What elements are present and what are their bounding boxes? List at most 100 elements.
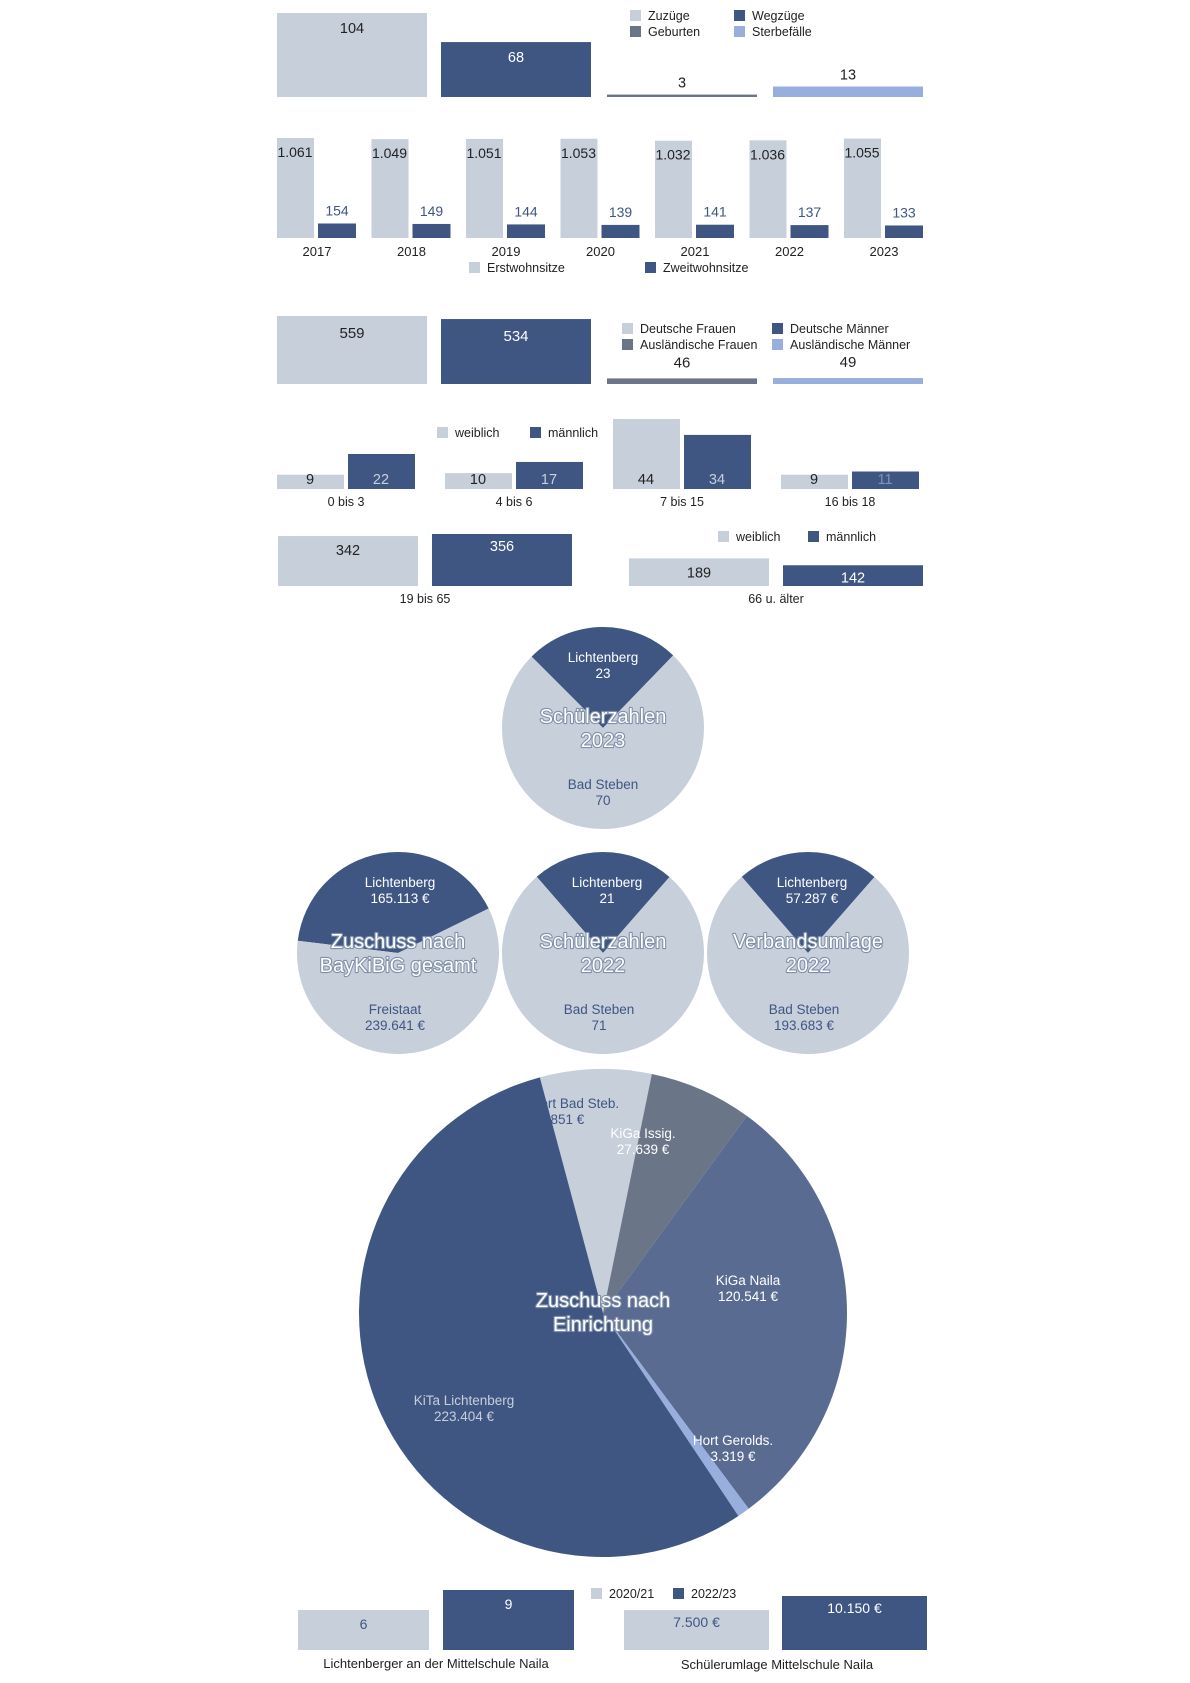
schuelerumlage-value-0: 7.500 € bbox=[673, 1614, 720, 1630]
legend-wegzuege-swatch bbox=[734, 10, 745, 21]
year-tick-3: 2020 bbox=[586, 244, 615, 259]
movement-bar-2 bbox=[607, 94, 757, 97]
legend-2022-23-label: 2022/23 bbox=[691, 1587, 736, 1601]
legend-deutsche-maenner-label: Deutsche Männer bbox=[790, 322, 889, 336]
movement-bar-3 bbox=[773, 86, 923, 97]
einrichtung-slice-value-3: 3.319 € bbox=[710, 1449, 756, 1464]
legend-auslaendische-frauen-label: Ausländische Frauen bbox=[640, 338, 757, 352]
movement-value-1: 68 bbox=[508, 50, 524, 66]
legend-zuzuege-swatch bbox=[630, 10, 641, 21]
pupils-2023-title-1: 2023 bbox=[581, 730, 626, 752]
baykibig-slice-name-1: Freistaat bbox=[369, 1002, 422, 1017]
schuelerumlage-xlabel: Schülerumlage Mittelschule Naila bbox=[681, 1657, 874, 1672]
legend-zweitwohnsitze-label: Zweitwohnsitze bbox=[663, 261, 748, 275]
mittelschule-pupils-bar-1 bbox=[443, 1590, 574, 1650]
second-residence-bar-6 bbox=[885, 225, 923, 238]
first-residence-bar-6 bbox=[844, 138, 881, 238]
movement-value-3: 13 bbox=[840, 68, 856, 84]
year-tick-1: 2018 bbox=[397, 244, 426, 259]
legend-geburten-swatch bbox=[630, 26, 641, 37]
adult-female-value-1: 189 bbox=[687, 565, 711, 581]
first-residence-bar-1 bbox=[371, 139, 409, 238]
verbandsumlage-slice-name-1: Bad Steben bbox=[769, 1002, 840, 1017]
young-female-value-1: 10 bbox=[470, 472, 486, 488]
first-residence-value-0: 1.061 bbox=[277, 144, 312, 160]
first-residence-bar-2 bbox=[466, 138, 503, 238]
verbandsumlage-slice-value-0: 57.287 € bbox=[786, 891, 839, 906]
verbandsumlage-title-1: 2022 bbox=[786, 955, 831, 977]
baykibig-title-0: Zuschuss nach bbox=[331, 931, 466, 953]
pupils-2022-slice-value-0: 21 bbox=[599, 891, 614, 906]
first-residence-bar-4 bbox=[655, 140, 692, 238]
second-residence-bar-4 bbox=[696, 224, 734, 238]
baykibig-slice-value-1: 239.641 € bbox=[365, 1018, 426, 1033]
young-age-tick-2: 7 bis 15 bbox=[660, 495, 704, 509]
legend-young-weiblich-label: weiblich bbox=[454, 426, 500, 440]
second-residence-bar-5 bbox=[790, 225, 829, 238]
legend-2020-21-label: 2020/21 bbox=[609, 1587, 654, 1601]
einrichtung-slice-0 bbox=[539, 1069, 652, 1313]
second-residence-value-3: 139 bbox=[609, 204, 633, 220]
legend-young-maennlich-swatch bbox=[530, 427, 541, 438]
legend-wegzuege-label: Wegzüge bbox=[752, 9, 805, 23]
pupils-2023-slice-1 bbox=[502, 655, 705, 829]
adult-female-bar-1 bbox=[629, 558, 769, 586]
movement-value-2: 3 bbox=[678, 76, 686, 92]
legend-auslaendische-maenner-swatch bbox=[772, 339, 783, 350]
einrichtung-slice-3 bbox=[603, 1313, 749, 1516]
adult-male-value-1: 142 bbox=[841, 570, 865, 586]
pupils-2023-slice-value-0: 23 bbox=[595, 666, 610, 681]
legend-young-weiblich-swatch bbox=[437, 427, 448, 438]
legend-adult-weiblich-swatch bbox=[718, 531, 729, 542]
pupils-2023-slice-name-1: Bad Steben bbox=[568, 777, 639, 792]
pupils-2023-slice-0 bbox=[531, 627, 674, 728]
nationality-bar-2 bbox=[607, 378, 757, 384]
first-residence-value-1: 1.049 bbox=[372, 145, 407, 161]
young-female-bar-2 bbox=[613, 419, 680, 489]
pupils-2022-slice-0 bbox=[536, 852, 670, 953]
young-female-value-2: 44 bbox=[638, 472, 654, 488]
young-male-value-1: 17 bbox=[541, 472, 557, 488]
einrichtung-slice-4 bbox=[359, 1077, 739, 1557]
legend-geburten-label: Geburten bbox=[648, 25, 700, 39]
adult-age-tick-1: 66 u. älter bbox=[748, 592, 804, 606]
nationality-value-0: 559 bbox=[339, 325, 364, 342]
year-tick-2: 2019 bbox=[492, 244, 521, 259]
legend-sterbefaelle-label: Sterbefälle bbox=[752, 25, 812, 39]
movement-bar-0 bbox=[277, 13, 427, 97]
first-residence-bar-3 bbox=[560, 138, 598, 238]
young-male-bar-2 bbox=[684, 434, 751, 489]
second-residence-bar-1 bbox=[412, 223, 451, 238]
legend-deutsche-maenner-swatch bbox=[772, 323, 783, 334]
young-male-value-0: 22 bbox=[373, 472, 389, 488]
second-residence-bar-2 bbox=[507, 224, 545, 238]
legend-auslaendische-frauen-swatch bbox=[622, 339, 633, 350]
year-tick-6: 2023 bbox=[870, 244, 899, 259]
young-male-value-3: 11 bbox=[877, 472, 892, 488]
einrichtung-slice-name-1: KiGa Issig. bbox=[610, 1126, 675, 1141]
first-residence-value-5: 1.036 bbox=[750, 146, 785, 162]
first-residence-value-3: 1.053 bbox=[561, 145, 596, 161]
second-residence-value-2: 144 bbox=[514, 203, 538, 219]
pupils-2023-title-0: Schülerzahlen bbox=[540, 706, 667, 728]
legend-adult-maennlich-swatch bbox=[808, 531, 819, 542]
year-tick-4: 2021 bbox=[681, 244, 710, 259]
schuelerumlage-bar-1 bbox=[782, 1596, 927, 1650]
legend-zuzuege-label: Zuzüge bbox=[648, 9, 690, 23]
second-residence-bar-3 bbox=[601, 224, 640, 238]
baykibig-slice-value-0: 165.113 € bbox=[370, 891, 430, 906]
einrichtung-slice-name-4: KiTa Lichtenberg bbox=[414, 1393, 515, 1408]
first-residence-bar-0 bbox=[277, 138, 314, 238]
second-residence-value-0: 154 bbox=[325, 202, 349, 218]
legend-2020-21-swatch bbox=[591, 1588, 602, 1599]
second-residence-value-6: 133 bbox=[892, 204, 916, 220]
pupils-2022-slice-1 bbox=[502, 876, 704, 1054]
young-male-bar-0 bbox=[348, 454, 415, 489]
first-residence-value-2: 1.051 bbox=[466, 145, 501, 161]
nationality-bar-3 bbox=[773, 378, 923, 384]
pupils-2022-slice-name-0: Lichtenberg bbox=[572, 875, 643, 890]
einrichtung-title-1: Einrichtung bbox=[553, 1314, 653, 1336]
pupils-2022-title-0: Schülerzahlen bbox=[540, 931, 667, 953]
einrichtung-slice-2 bbox=[603, 1115, 847, 1509]
